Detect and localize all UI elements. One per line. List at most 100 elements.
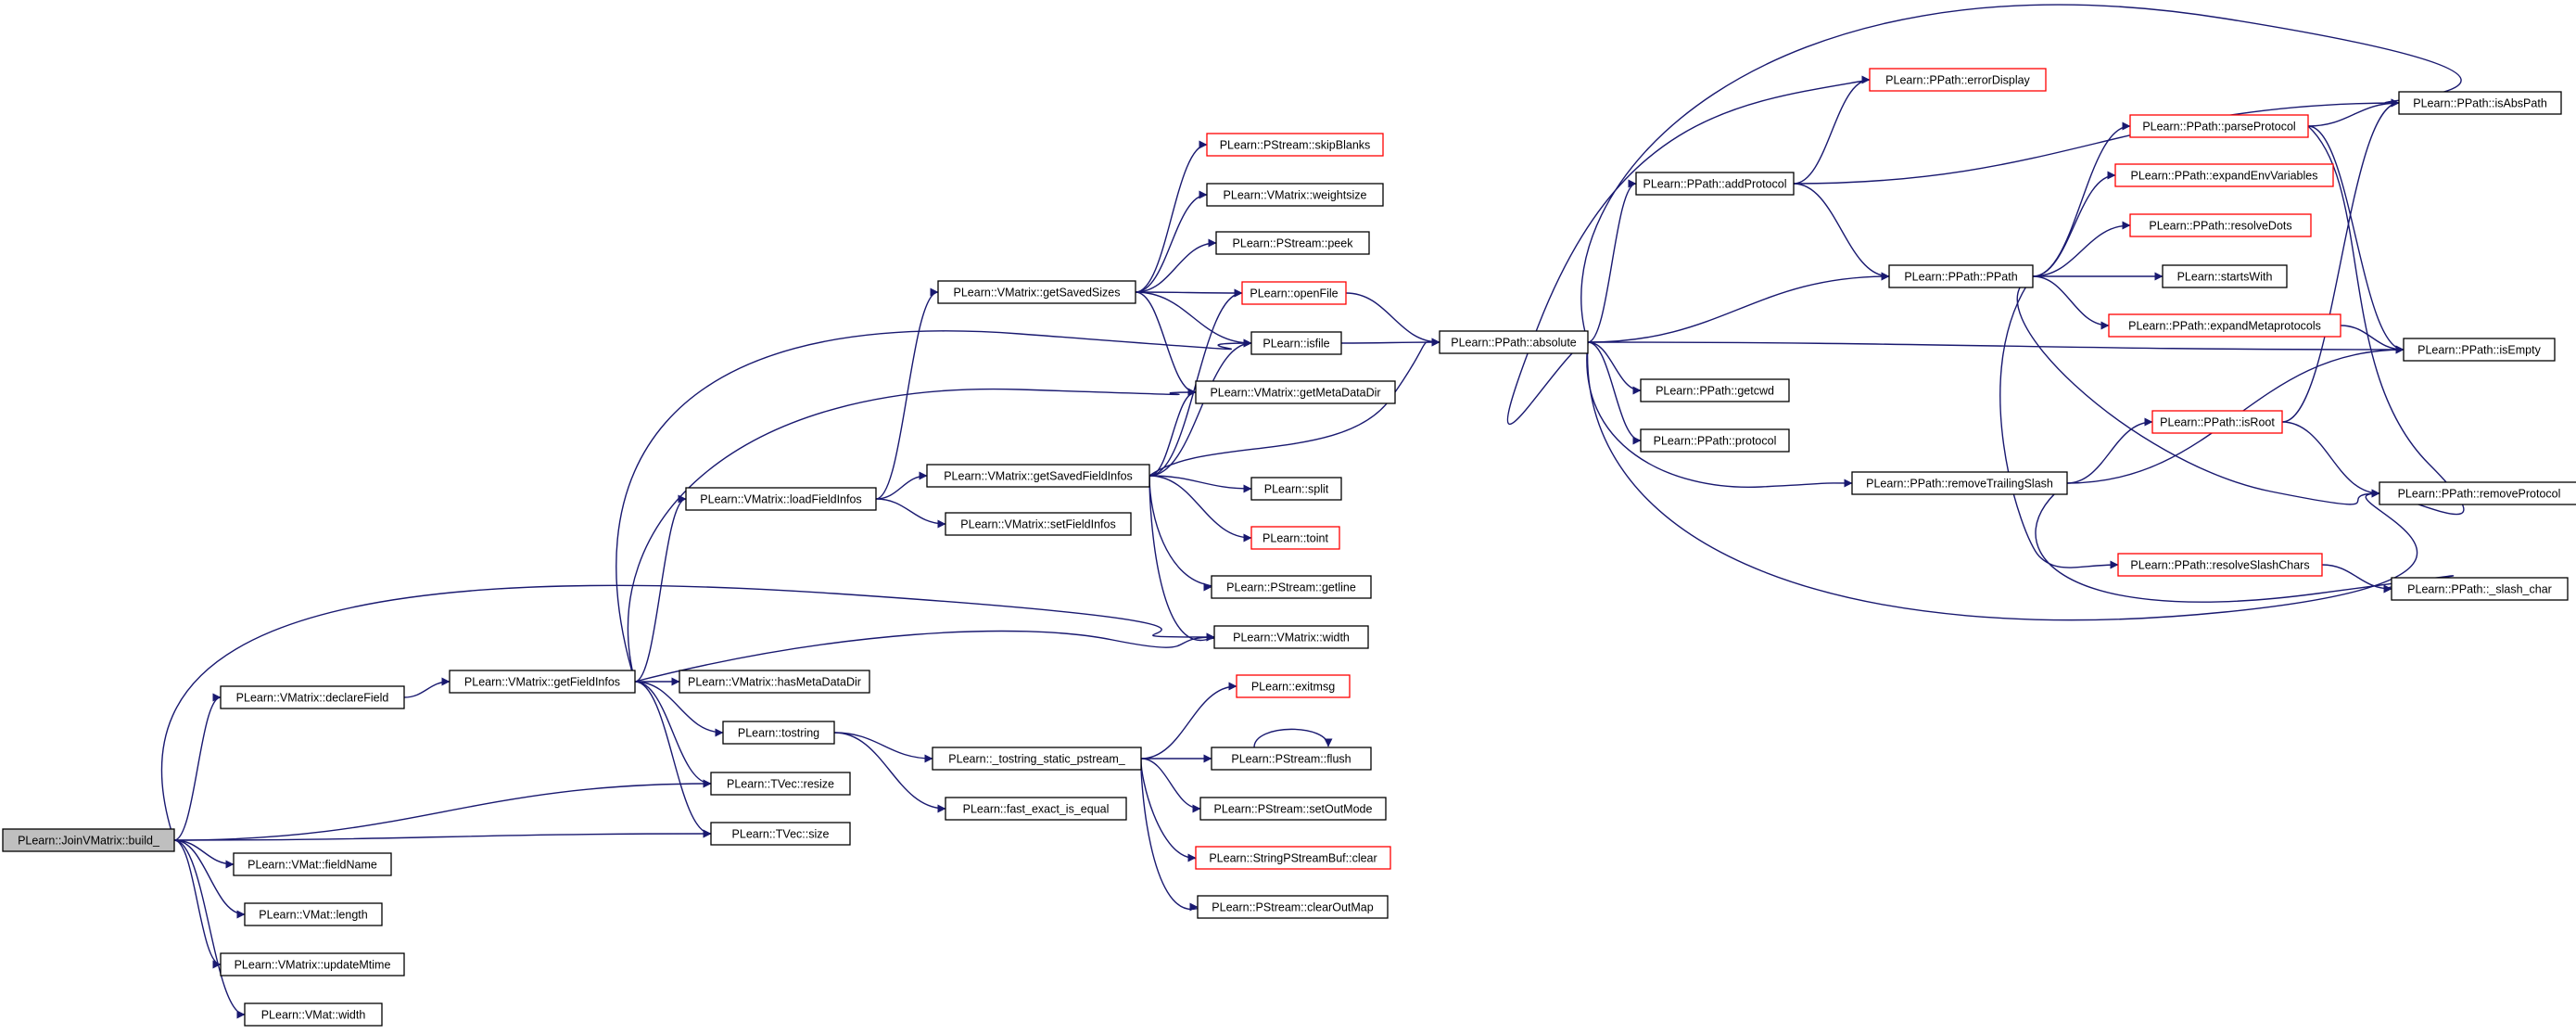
node-label: PLearn::VMat::width	[261, 1009, 366, 1022]
edge-root-to-declareField	[173, 693, 222, 841]
node-skipBlanks[interactable]: PLearn::PStream::skipBlanks	[1206, 133, 1384, 157]
node-expandMeta[interactable]: PLearn::PPath::expandMetaprotocols	[2108, 313, 2341, 338]
node-tvecResize[interactable]: PLearn::TVec::resize	[710, 772, 851, 796]
node-isEmpty[interactable]: PLearn::PPath::isEmpty	[2403, 338, 2556, 362]
edge-errorDisplay-to-absolute	[1506, 79, 1871, 426]
node-box	[937, 280, 1136, 304]
edge-absolute-to-removeProtocol	[1587, 341, 2418, 621]
node-getSavedFieldInfos[interactable]: PLearn::VMatrix::getSavedFieldInfos	[926, 464, 1150, 488]
node-box	[1195, 846, 1391, 870]
node-fastExact[interactable]: PLearn::fast_exact_is_equal	[945, 797, 1127, 821]
node-exitmsg[interactable]: PLearn::exitmsg	[1236, 674, 1351, 698]
node-box	[2403, 338, 2556, 362]
node-errorDisplay[interactable]: PLearn::PPath::errorDisplay	[1869, 68, 2047, 92]
node-slashChar[interactable]: PLearn::PPath::_slash_char	[2391, 577, 2569, 601]
edge-absolute-to-removeTrailingSlash	[1586, 341, 1853, 489]
node-label: PLearn::PPath::PPath	[1904, 271, 2017, 284]
edge-ppath-to-expandMeta	[2032, 275, 2110, 330]
node-removeTrailingSlash[interactable]: PLearn::PPath::removeTrailingSlash	[1851, 471, 2068, 495]
node-label: PLearn::VMatrix::getFieldInfos	[464, 676, 620, 689]
node-box	[710, 822, 851, 846]
node-removeProtocol[interactable]: PLearn::PPath::removeProtocol	[2379, 481, 2576, 505]
node-box	[1215, 231, 1370, 255]
node-label: PLearn::PPath::_slash_char	[2407, 583, 2552, 596]
edge-isfile-to-absolute	[1340, 338, 1440, 347]
node-setFieldInfos[interactable]: PLearn::VMatrix::setFieldInfos	[945, 512, 1132, 536]
edge-ppath-to-removeProtocol	[2016, 275, 2380, 505]
node-hasMetaDataDir[interactable]: PLearn::VMatrix::hasMetaDataDir	[679, 670, 870, 694]
node-tostring[interactable]: PLearn::tostring	[722, 721, 835, 745]
node-setOutMode[interactable]: PLearn::PStream::setOutMode	[1199, 797, 1387, 821]
node-box	[2162, 264, 2288, 288]
node-box	[926, 464, 1150, 488]
node-label: PLearn::VMatrix::getSavedSizes	[954, 287, 1121, 300]
node-tostringStatic[interactable]: PLearn::_tostring_static_pstream_	[932, 747, 1142, 771]
node-split[interactable]: PLearn::split	[1250, 477, 1342, 501]
node-box	[2117, 553, 2323, 577]
node-box	[1640, 378, 1790, 402]
node-resolveSlash[interactable]: PLearn::PPath::resolveSlashChars	[2117, 553, 2323, 577]
node-isfile[interactable]: PLearn::isfile	[1250, 331, 1342, 355]
node-flush[interactable]: PLearn::PStream::flush	[1211, 747, 1372, 771]
node-loadFieldInfos[interactable]: PLearn::VMatrix::loadFieldInfos	[685, 487, 877, 511]
node-label: PLearn::openFile	[1250, 287, 1338, 300]
node-box	[244, 902, 383, 926]
node-toint[interactable]: PLearn::toint	[1250, 526, 1340, 550]
edge-getSavedFieldInfos-to-split	[1148, 475, 1252, 493]
node-getSavedSizes[interactable]: PLearn::VMatrix::getSavedSizes	[937, 280, 1136, 304]
node-label: PLearn::PPath::isAbsPath	[2413, 97, 2547, 110]
node-updateMtime[interactable]: PLearn::VMatrix::updateMtime	[220, 952, 405, 977]
node-getcwd[interactable]: PLearn::PPath::getcwd	[1640, 378, 1790, 402]
node-protocol[interactable]: PLearn::PPath::protocol	[1640, 428, 1790, 453]
node-weightsize[interactable]: PLearn::VMatrix::weightsize	[1206, 183, 1384, 207]
node-addProtocol[interactable]: PLearn::PPath::addProtocol	[1635, 172, 1795, 196]
node-absolute[interactable]: PLearn::PPath::absolute	[1439, 330, 1589, 354]
node-getline[interactable]: PLearn::PStream::getline	[1211, 575, 1372, 599]
node-label: PLearn::PPath::resolveDots	[2149, 220, 2291, 233]
node-parseProtocol[interactable]: PLearn::PPath::parseProtocol	[2129, 114, 2309, 138]
edge-tostringStatic-to-clearOutMap	[1140, 758, 1218, 912]
node-peek[interactable]: PLearn::PStream::peek	[1215, 231, 1370, 255]
edge-parseProtocol-to-removeProtocol	[2307, 125, 2465, 516]
node-ppath[interactable]: PLearn::PPath::PPath	[1888, 264, 2034, 288]
node-isRoot[interactable]: PLearn::PPath::isRoot	[2151, 410, 2283, 434]
node-label: PLearn::PPath::absolute	[1451, 337, 1577, 350]
edge-ppath-to-expandEnv	[2032, 171, 2116, 277]
node-isAbsPath[interactable]: PLearn::PPath::isAbsPath	[2398, 91, 2562, 115]
edge-getSavedSizes-to-peek	[1135, 238, 1217, 293]
node-fieldName[interactable]: PLearn::VMat::fieldName	[233, 852, 392, 876]
node-declareField[interactable]: PLearn::VMatrix::declareField	[220, 685, 405, 709]
node-clearOutMap[interactable]: PLearn::PStream::clearOutMap	[1197, 895, 1389, 919]
node-getFieldInfos[interactable]: PLearn::VMatrix::getFieldInfos	[449, 670, 636, 694]
node-resolveDots[interactable]: PLearn::PPath::resolveDots	[2129, 213, 2312, 237]
node-box	[685, 487, 877, 511]
node-box	[2, 828, 175, 852]
node-label: PLearn::VMatrix::setFieldInfos	[960, 518, 1115, 531]
node-box	[679, 670, 870, 694]
node-box	[722, 721, 835, 745]
node-box	[1250, 331, 1342, 355]
node-label: PLearn::JoinVMatrix::build_	[18, 835, 160, 848]
node-expandEnv[interactable]: PLearn::PPath::expandEnvVariables	[2114, 163, 2334, 187]
node-box	[233, 852, 392, 876]
node-box	[1199, 797, 1387, 821]
edge-getFieldInfos-to-tostring	[634, 681, 724, 737]
node-vmatWidth[interactable]: PLearn::VMat::width	[244, 1002, 383, 1027]
node-openFile[interactable]: PLearn::openFile	[1241, 281, 1347, 305]
node-startsWith[interactable]: PLearn::startsWith	[2162, 264, 2288, 288]
node-label: PLearn::StringPStreamBuf::clear	[1209, 852, 1377, 865]
node-getMetaDataDir[interactable]: PLearn::VMatrix::getMetaDataDir	[1195, 380, 1396, 404]
node-length[interactable]: PLearn::VMat::length	[244, 902, 383, 926]
edge-tostringStatic-to-setOutMode	[1140, 758, 1201, 813]
node-label: PLearn::TVec::size	[732, 828, 830, 841]
edge-root-to-vmatrixWidth	[160, 584, 1215, 841]
node-tvecSize[interactable]: PLearn::TVec::size	[710, 822, 851, 846]
edge-root-to-tvecResize	[173, 779, 712, 841]
node-root[interactable]: PLearn::JoinVMatrix::build_	[2, 828, 175, 852]
node-vmatrixWidth[interactable]: PLearn::VMatrix::width	[1213, 625, 1369, 649]
edge-absolute-to-getcwd	[1587, 341, 1642, 395]
edge-getFieldInfos-to-tvecResize	[634, 681, 712, 788]
node-label: PLearn::PPath::expandEnvVariables	[2131, 170, 2318, 183]
node-sbufClear[interactable]: PLearn::StringPStreamBuf::clear	[1195, 846, 1391, 870]
edge-loadFieldInfos-to-getSavedFieldInfos	[875, 471, 928, 500]
